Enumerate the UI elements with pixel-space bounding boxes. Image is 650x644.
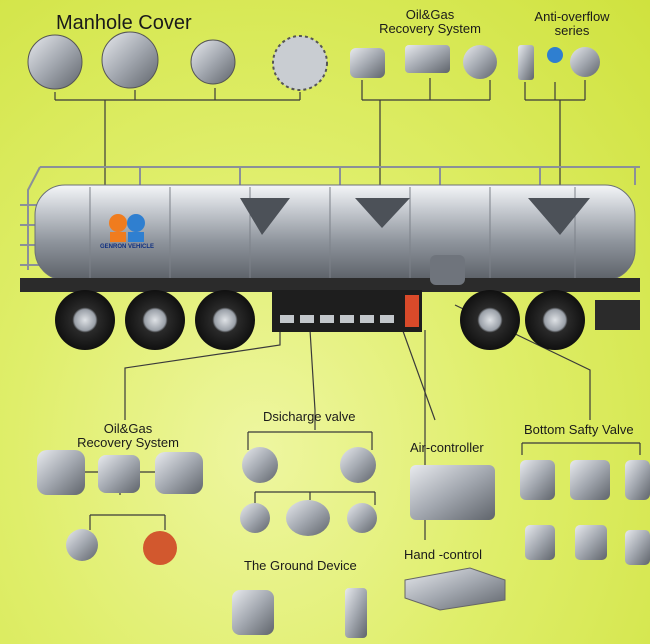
oil-gas-top-parts: [350, 45, 497, 79]
oil-gas-bottom-label: Oil&Gas Recovery System: [58, 421, 198, 451]
oil-gas-bottom-line1: Oil&Gas: [103, 421, 153, 436]
leader-lines-top: [54, 78, 586, 205]
genron-logo-text: GENRON VEHICLE: [100, 244, 155, 250]
wheels: [55, 290, 585, 350]
ground-device-parts: [232, 588, 367, 638]
oil-gas-top-label: Oil&Gas Recovery System: [360, 7, 500, 37]
air-controller-label: Air-controller: [410, 440, 484, 455]
genron-logo: [109, 214, 145, 242]
manhole-cover-label: Manhole Cover: [56, 12, 192, 34]
manhole-cover-parts: [27, 31, 328, 91]
anti-overflow-label: Anti-overflow series: [522, 9, 622, 39]
anti-overflow-line1: Anti-overflow: [534, 9, 610, 24]
air-controller-part: [410, 465, 495, 520]
oil-gas-top-line2: Recovery System: [379, 21, 481, 37]
bottom-safety-valve-parts: [520, 460, 650, 565]
bottom-safety-valve-label: Bottom Safty Valve: [524, 422, 634, 437]
hand-control-label: Hand -control: [404, 547, 483, 562]
oil-gas-top-line1: Oil&Gas: [405, 7, 455, 22]
anti-overflow-parts: [518, 45, 600, 80]
discharge-valve-label: Dsicharge valve: [263, 409, 356, 424]
discharge-valve-parts: [240, 447, 377, 536]
hand-control-part: [404, 567, 506, 611]
oil-gas-bottom-line2: Recovery System: [77, 435, 179, 451]
tanker-truck: [20, 166, 640, 350]
anti-overflow-line2: series: [554, 23, 590, 39]
oil-gas-bottom-parts: [37, 450, 203, 565]
ground-device-label: The Ground Device: [244, 558, 357, 573]
